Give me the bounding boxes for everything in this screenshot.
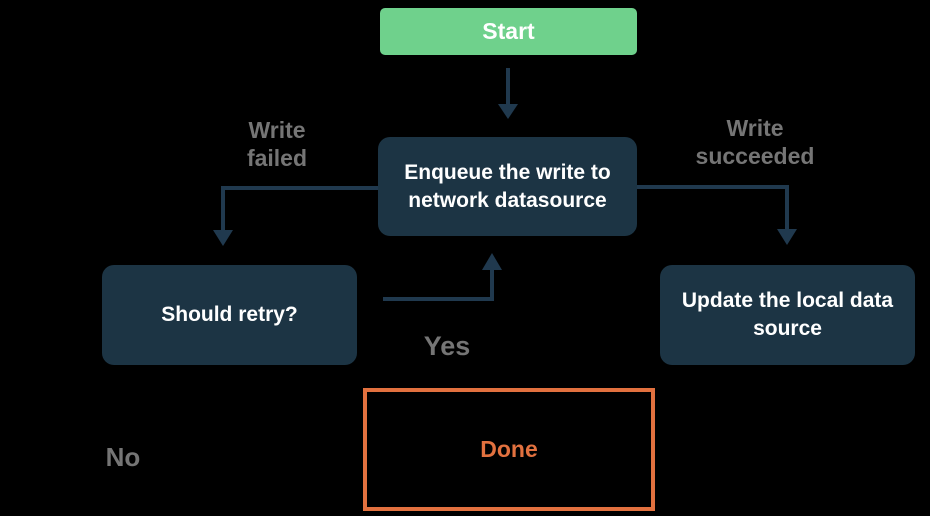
- node-done-label: Done: [480, 436, 538, 462]
- node-start-label: Start: [482, 18, 535, 44]
- arrowhead-down-icon: [498, 104, 518, 119]
- node-start: Start: [380, 8, 637, 55]
- node-update-local-source: Update the local data source: [660, 265, 915, 365]
- node-enqueue-write: Enqueue the write to network datasource: [378, 137, 637, 236]
- edge-label-write-succeeded-line1: Write: [726, 115, 784, 141]
- edge-label-write-failed-line2: failed: [246, 145, 308, 171]
- arrowhead-down-icon: [777, 229, 797, 245]
- node-update-local-source-label-line2: source: [753, 317, 822, 340]
- edge-label-no: No: [105, 442, 141, 472]
- node-update-local-source-label-line1: Update the local data: [681, 289, 894, 312]
- edge-label-yes: Yes: [423, 331, 471, 361]
- node-enqueue-write-label: Enqueue the write to network datasource: [404, 159, 611, 215]
- edge-enqueue-to-update-local: [637, 185, 797, 245]
- edge-label-write-succeeded: Write succeeded: [675, 114, 835, 170]
- node-enqueue-write-label-line2: network datasource: [408, 188, 607, 212]
- arrowhead-up-icon: [482, 253, 502, 270]
- edge-start-to-enqueue: [498, 68, 518, 119]
- node-update-local-source-label: Update the local data source: [682, 287, 893, 343]
- node-should-retry: Should retry?: [102, 265, 357, 365]
- node-enqueue-write-label-line1: Enqueue the write to: [404, 160, 611, 184]
- edge-label-write-succeeded-line2: succeeded: [695, 143, 815, 169]
- edge-label-write-failed: Write failed: [197, 116, 357, 172]
- arrowhead-down-icon: [213, 230, 233, 246]
- node-should-retry-label: Should retry?: [161, 303, 298, 326]
- edge-enqueue-to-should-retry: [213, 186, 378, 246]
- edge-should-retry-to-enqueue: [383, 253, 502, 301]
- node-done: Done: [363, 388, 655, 511]
- edge-label-write-failed-line1: Write: [248, 117, 306, 143]
